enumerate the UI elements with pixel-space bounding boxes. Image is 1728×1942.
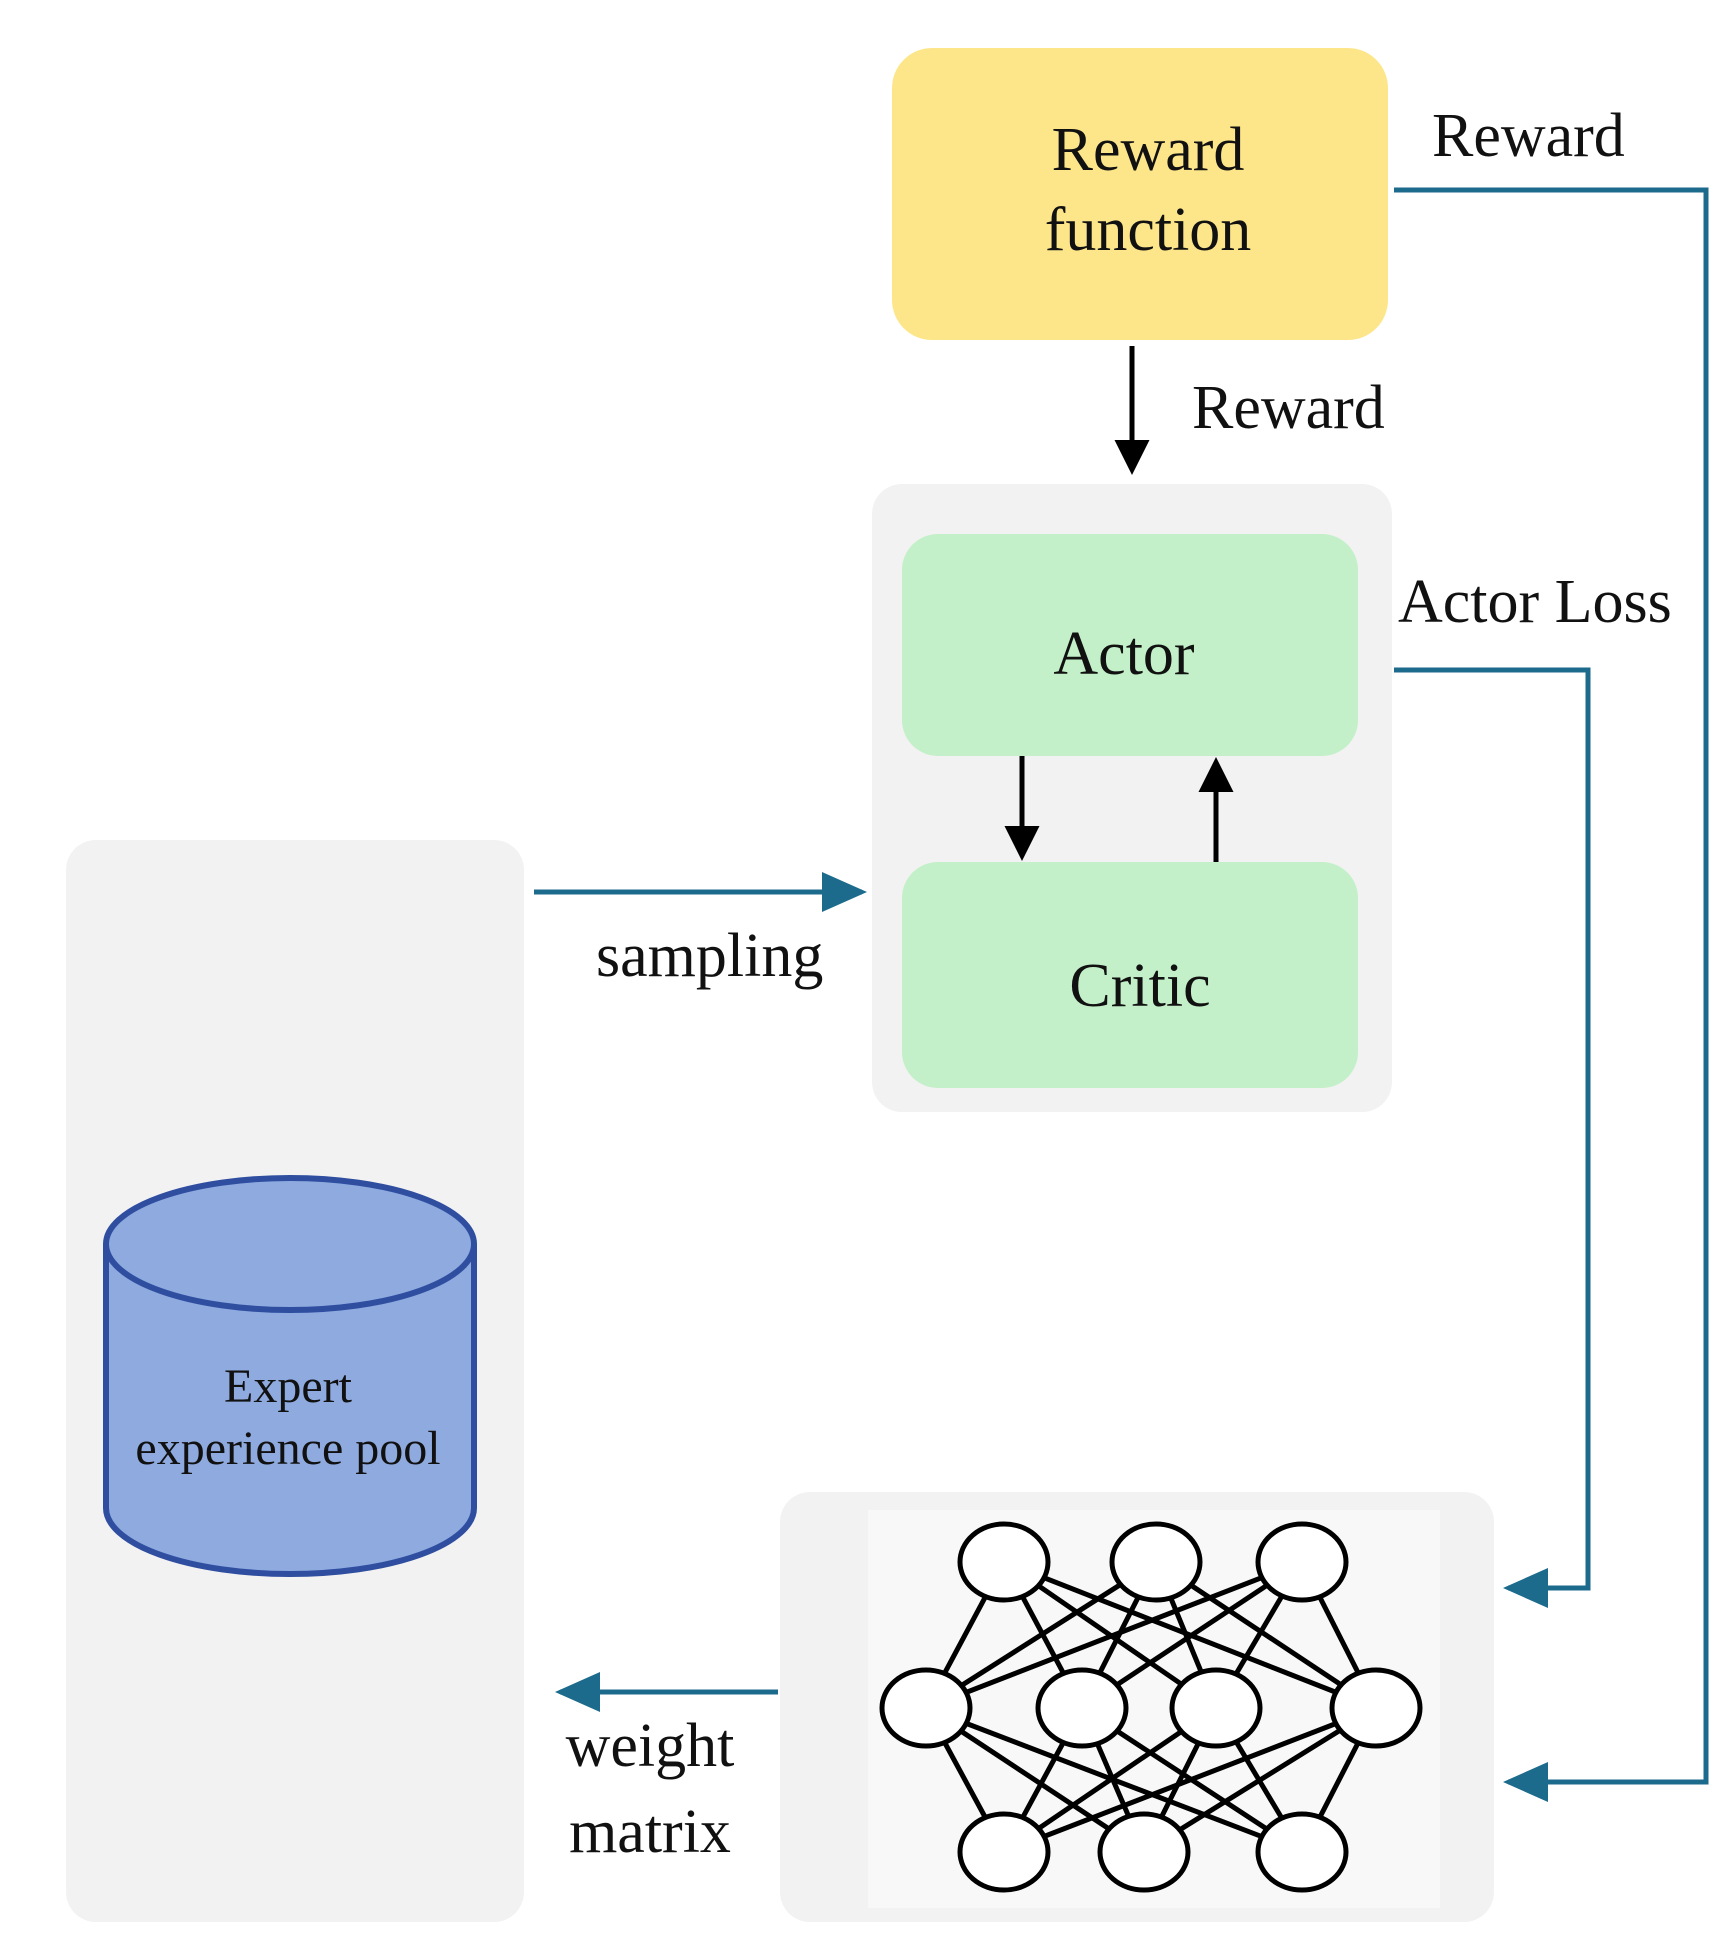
reward-function-label-line1: Reward <box>1052 116 1245 184</box>
nn-node <box>957 1521 1051 1603</box>
actor-loss-label: Actor Loss <box>1398 568 1672 636</box>
nn-node <box>1035 1667 1129 1749</box>
actor-box <box>902 534 1358 756</box>
reward-right-label: Reward <box>1432 102 1625 170</box>
nn-node <box>1255 1811 1349 1893</box>
actor-loss-line <box>1394 667 1591 1608</box>
nn-node <box>879 1667 973 1749</box>
actor-label: Actor <box>1053 620 1195 688</box>
reward-function-box <box>892 48 1388 340</box>
reward-function-label-line2: function <box>1045 196 1252 264</box>
nn-node <box>1169 1667 1263 1749</box>
neural-network-icon <box>879 1521 1423 1893</box>
weight-matrix-label-line1: weight <box>566 1712 735 1780</box>
reward-feedback-line <box>1394 187 1709 1802</box>
nn-node <box>1255 1521 1349 1603</box>
expert-pool-label-line2: experience pool <box>135 1422 440 1475</box>
weight-matrix-label-line2: matrix <box>569 1798 731 1866</box>
reward-down-label: Reward <box>1192 374 1385 442</box>
nn-node <box>957 1811 1051 1893</box>
nn-node <box>1109 1521 1203 1603</box>
sampling-label: sampling <box>596 922 823 990</box>
database-cylinder-icon <box>103 1175 477 1577</box>
critic-box <box>902 862 1358 1088</box>
expert-pool-label-line1: Expert <box>224 1360 353 1413</box>
nn-node <box>1097 1811 1191 1893</box>
critic-label: Critic <box>1069 952 1210 1020</box>
nn-node <box>1329 1667 1423 1749</box>
